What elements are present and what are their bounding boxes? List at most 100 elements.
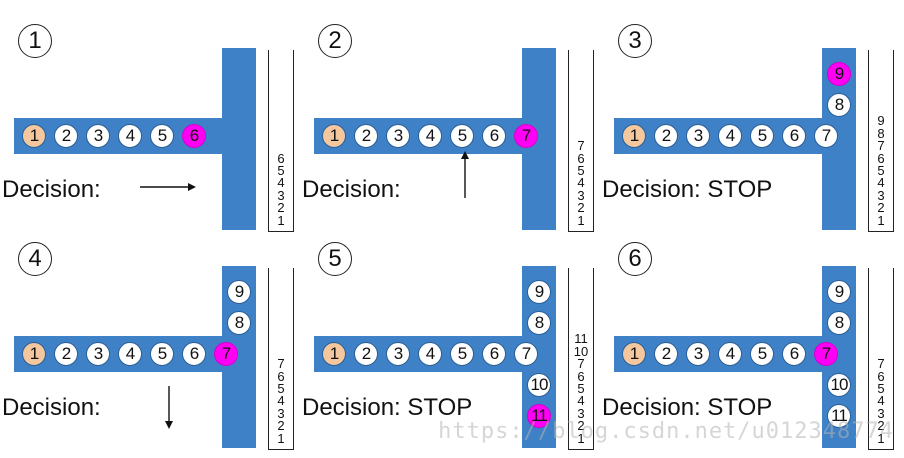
- ball-5: 5: [150, 342, 174, 366]
- stack-item: 7: [877, 138, 885, 154]
- ball-11: 11: [527, 404, 551, 428]
- ball-5: 5: [750, 124, 774, 148]
- ball-11: 11: [827, 404, 851, 428]
- ball-9: 9: [527, 280, 551, 304]
- stack-item: 3: [277, 405, 285, 421]
- stack-item: 10: [573, 343, 589, 359]
- stack-item: 2: [277, 200, 285, 216]
- ball-4: 4: [718, 342, 742, 366]
- stack-item: 5: [877, 162, 885, 178]
- ball-6: 6: [782, 124, 806, 148]
- stack-item: 6: [277, 150, 285, 166]
- stack-item: 11: [574, 331, 588, 347]
- stack-item: 2: [877, 418, 885, 434]
- ball-4: 4: [418, 124, 442, 148]
- ball-3: 3: [86, 124, 110, 148]
- stack-item: 4: [877, 175, 885, 191]
- stack-item: 7: [577, 138, 585, 154]
- stack-item: 1: [277, 430, 285, 446]
- ball-5: 5: [450, 124, 474, 148]
- ball-7: 7: [214, 342, 238, 366]
- stack-item: 2: [577, 418, 585, 434]
- stack-item: 3: [577, 405, 585, 421]
- step-number-badge: 2: [318, 24, 352, 58]
- step-number-badge: 6: [618, 242, 652, 276]
- stack-item: 2: [877, 200, 885, 216]
- ball-2: 2: [54, 342, 78, 366]
- stack-item: 4: [277, 175, 285, 191]
- stack-item: 6: [877, 150, 885, 166]
- ball-7: 7: [514, 342, 538, 366]
- ball-2: 2: [354, 124, 378, 148]
- decision-label: Decision:: [2, 176, 101, 203]
- stack-item: 3: [877, 187, 885, 203]
- ball-2: 2: [654, 342, 678, 366]
- stack-item: 5: [577, 162, 585, 178]
- stack-item: 1: [877, 430, 885, 446]
- stack-item: 7: [277, 356, 285, 372]
- ball-6: 6: [482, 124, 506, 148]
- ball-1: 1: [322, 124, 346, 148]
- ball-8: 8: [827, 93, 851, 117]
- ball-10: 10: [827, 373, 851, 397]
- ball-6: 6: [782, 342, 806, 366]
- ball-6: 6: [182, 124, 206, 148]
- ball-4: 4: [118, 342, 142, 366]
- ball-3: 3: [386, 342, 410, 366]
- ball-5: 5: [750, 342, 774, 366]
- ball-3: 3: [386, 124, 410, 148]
- vertical-track: [222, 48, 256, 230]
- ball-7: 7: [814, 124, 838, 148]
- decision-label: Decision:: [302, 176, 401, 203]
- ball-1: 1: [22, 124, 46, 148]
- stack-item: 2: [577, 200, 585, 216]
- ball-9: 9: [227, 280, 251, 304]
- stack-item: 2: [277, 418, 285, 434]
- ball-7: 7: [514, 124, 538, 148]
- stack-item: 9: [877, 113, 885, 129]
- stack-item: 7: [877, 356, 885, 372]
- stack-item: 5: [877, 380, 885, 396]
- ball-6: 6: [182, 342, 206, 366]
- ball-3: 3: [86, 342, 110, 366]
- stack-item: 5: [277, 380, 285, 396]
- arrow-head: [461, 151, 469, 159]
- stack-item: 7: [577, 356, 585, 372]
- arrow-up-icon: [461, 151, 469, 198]
- ball-2: 2: [354, 342, 378, 366]
- decision-label: Decision: STOP: [302, 394, 473, 421]
- decision-label: Decision: STOP: [602, 176, 773, 203]
- ball-9: 9: [827, 280, 851, 304]
- stack-item: 1: [577, 430, 585, 446]
- stack-item: 1: [877, 212, 885, 228]
- stack-item: 3: [877, 405, 885, 421]
- ball-1: 1: [322, 342, 346, 366]
- stack-item: 6: [877, 368, 885, 384]
- ball-3: 3: [686, 342, 710, 366]
- arrow-head: [165, 421, 173, 429]
- ball-6: 6: [482, 342, 506, 366]
- arrow-right-icon: [140, 183, 196, 191]
- stack-item: 6: [577, 368, 585, 384]
- ball-8: 8: [227, 311, 251, 335]
- ball-4: 4: [418, 342, 442, 366]
- ball-4: 4: [118, 124, 142, 148]
- ball-5: 5: [150, 124, 174, 148]
- ball-4: 4: [718, 124, 742, 148]
- step-number-badge: 1: [18, 24, 52, 58]
- ball-10: 10: [527, 373, 551, 397]
- stack-item: 3: [577, 187, 585, 203]
- ball-9: 9: [827, 62, 851, 86]
- stack-item: 5: [277, 162, 285, 178]
- ball-1: 1: [622, 124, 646, 148]
- step-number-badge: 4: [18, 242, 52, 276]
